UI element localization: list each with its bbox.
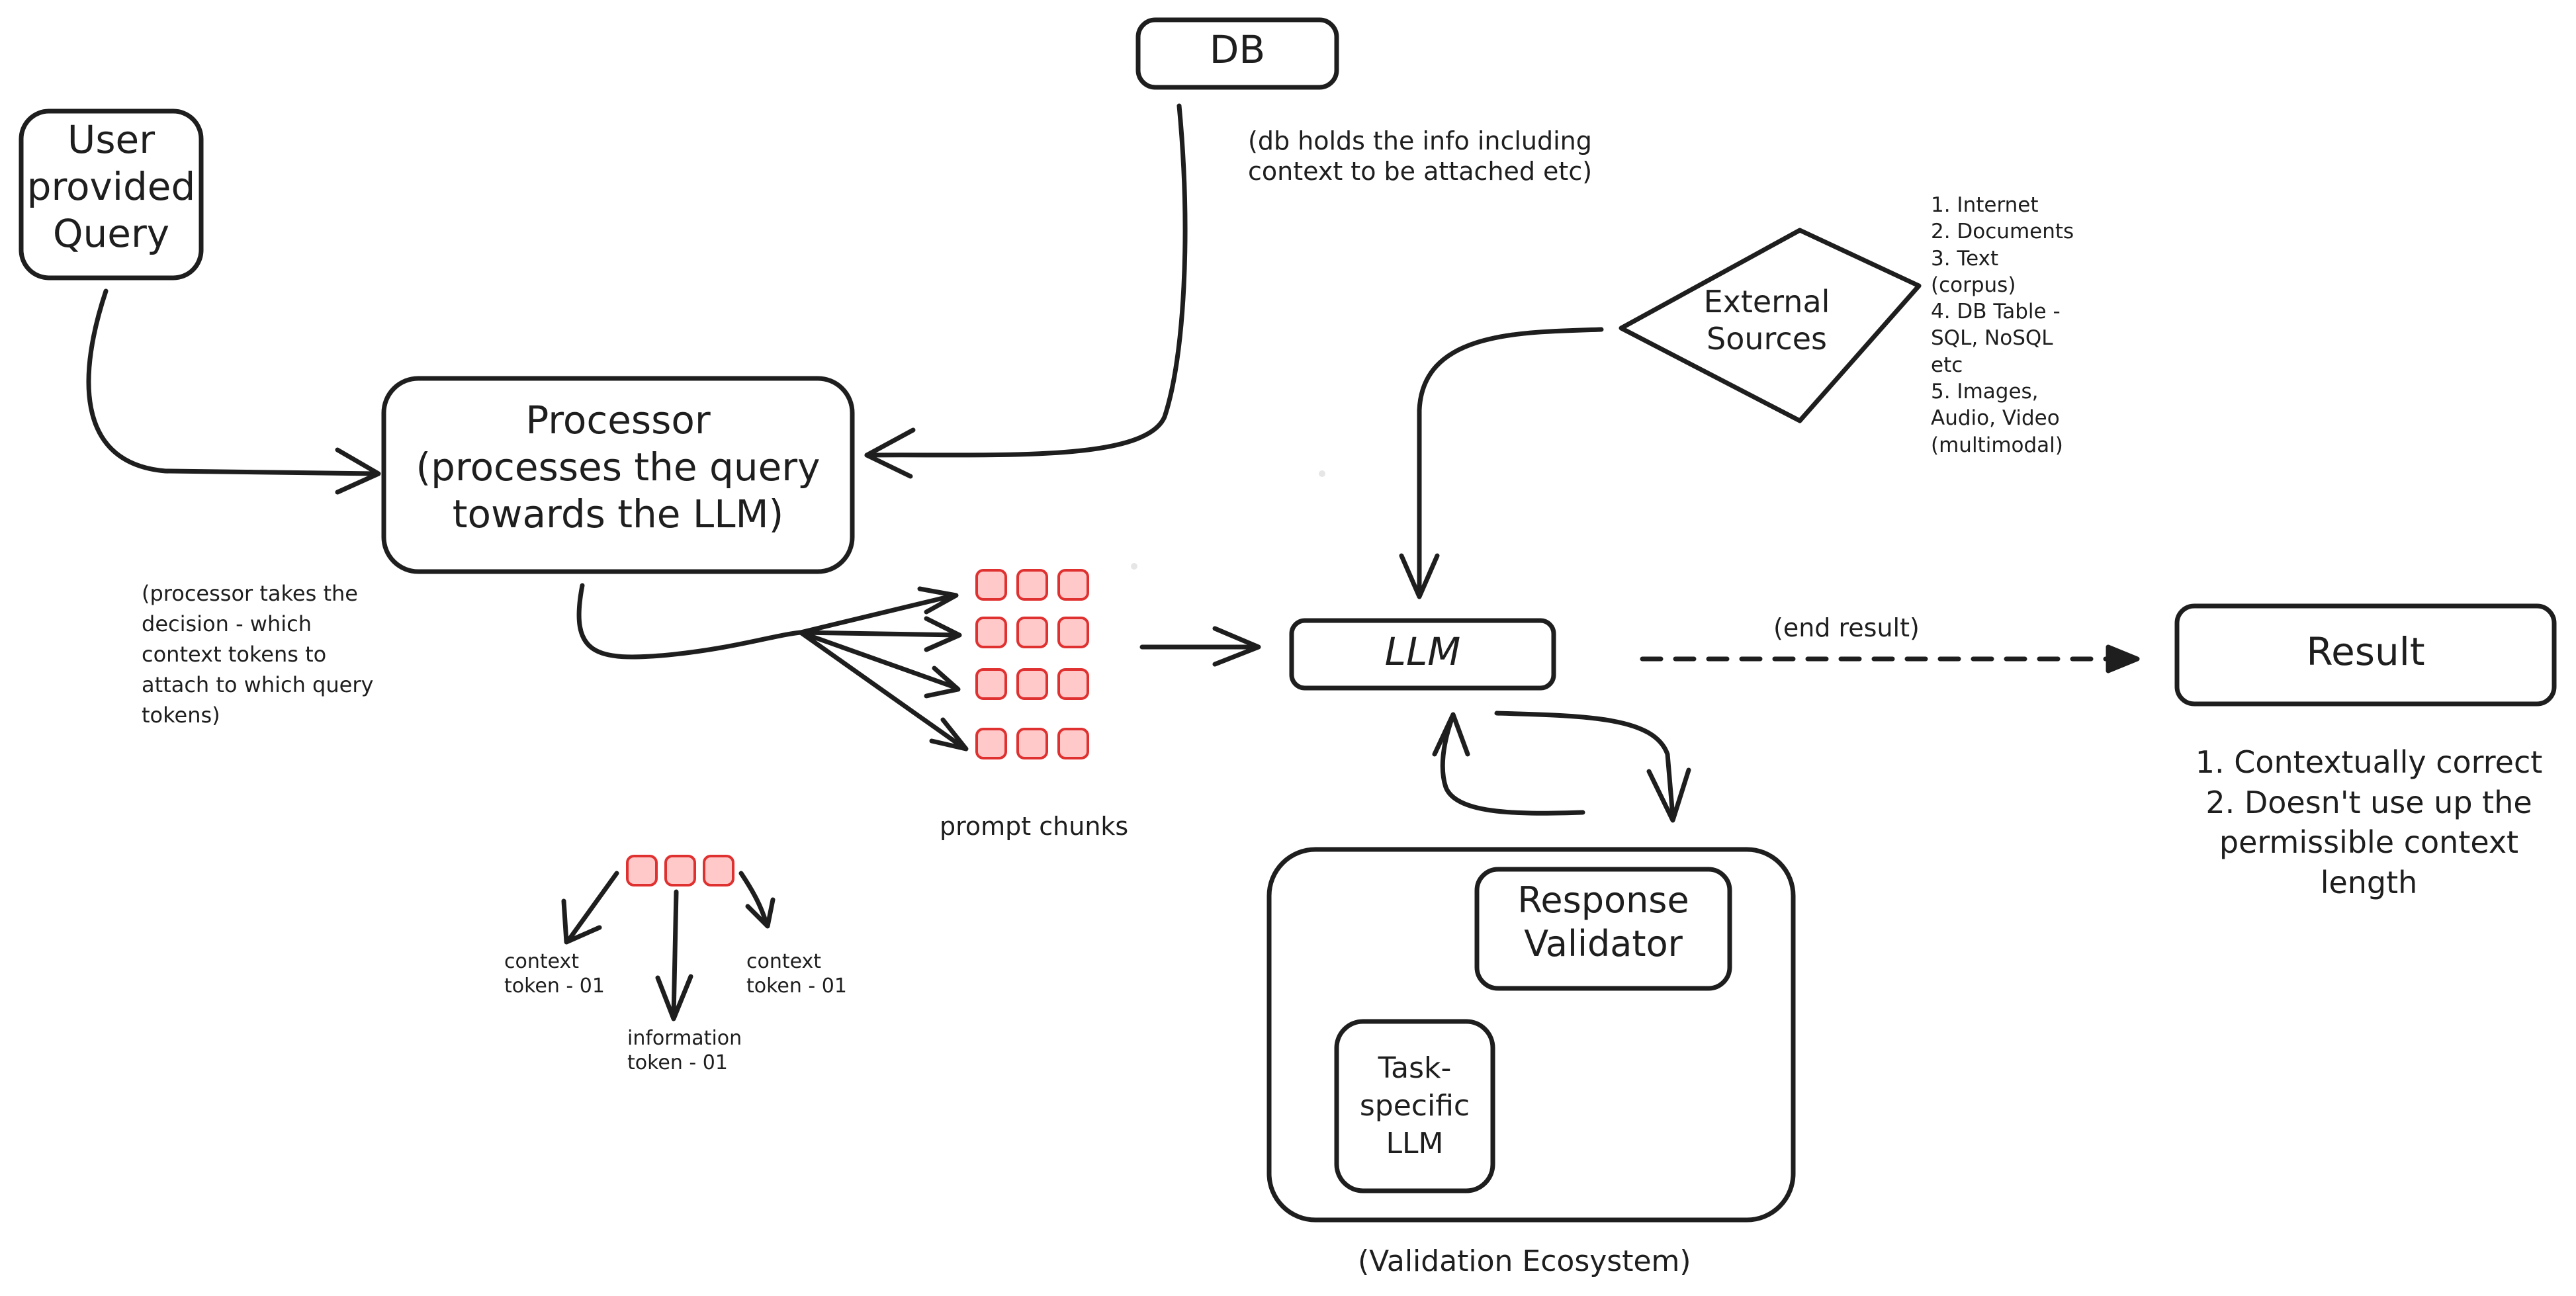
validation-ecosystem-box[interactable]: [1266, 847, 1796, 1223]
task-llm-box[interactable]: [1334, 1019, 1495, 1193]
prompt-chunk-token: [975, 569, 1007, 601]
validation-ecosystem-label: (Validation Ecosystem): [1358, 1244, 1691, 1278]
arrowhead-processor-left: [335, 447, 381, 495]
user-query-label: User provided Query: [26, 117, 196, 256]
arrowhead-information: [655, 974, 693, 1021]
prompt-chunks-label: prompt chunks: [940, 812, 1129, 841]
external-sources-diamond[interactable]: [1619, 228, 1922, 423]
fan-arrow-2: [798, 630, 961, 638]
fan-arrowhead-2: [924, 616, 962, 652]
user-query-box[interactable]: [19, 108, 204, 281]
db-note: (db holds the info including context to …: [1248, 126, 1593, 187]
arrow-db-to-processor: [864, 103, 1188, 458]
prompt-chunk-token: [1057, 569, 1089, 601]
external-sources-label: External Sources: [1703, 284, 1830, 357]
fan-arrow-1: [798, 593, 957, 635]
llm-box[interactable]: [1289, 618, 1556, 691]
arrowhead-validator-top: [1646, 767, 1691, 823]
arrow-token-information: [671, 889, 679, 1019]
sources-list: 1. Internet 2. Documents 3. Text (corpus…: [1931, 193, 2074, 457]
arrow-token-context-left: [566, 871, 619, 942]
db-box[interactable]: [1135, 17, 1339, 90]
arrowhead-context-left: [561, 898, 602, 945]
arrowhead-llm-bottom: [1432, 712, 1470, 757]
prompt-chunk-token: [975, 668, 1007, 700]
arrowhead-context-right: [745, 897, 776, 929]
prompt-chunk-token: [975, 617, 1007, 648]
db-label: DB: [1209, 27, 1266, 72]
stray-dot: [1131, 563, 1137, 570]
token-breakdown-token: [703, 855, 734, 886]
fan-arrowhead-4: [929, 717, 969, 752]
prompt-chunk-token: [1057, 617, 1089, 648]
prompt-chunk-token: [1016, 728, 1048, 759]
arrow-validator-to-llm: [1440, 714, 1585, 816]
prompt-chunk-token: [1057, 728, 1089, 759]
response-validator-box[interactable]: [1474, 867, 1732, 991]
result-label: Result: [2306, 629, 2425, 674]
prompt-chunk-token: [1016, 569, 1048, 601]
context-token-left-label: context token - 01: [504, 950, 605, 998]
prompt-chunk-token: [1016, 668, 1048, 700]
processor-label: Processor (processes the query towards t…: [416, 398, 821, 537]
prompt-chunk-token: [975, 728, 1007, 759]
fan-arrow-4: [798, 630, 966, 750]
fan-arrowhead-3: [924, 666, 961, 699]
processor-box[interactable]: [381, 376, 855, 574]
prompt-chunk-token: [1057, 668, 1089, 700]
prompt-chunk-token: [1016, 617, 1048, 648]
llm-label: LLM: [1384, 629, 1461, 674]
stray-dot: [1319, 470, 1325, 477]
context-token-right-label: context token - 01: [746, 950, 847, 998]
arrow-sources-to-llm: [1417, 327, 1604, 598]
arrowhead-processor-right: [864, 427, 916, 479]
arrow-processor-to-chunks: [576, 583, 803, 660]
token-breakdown-token: [626, 855, 658, 886]
arrowhead-llm-top: [1399, 553, 1440, 599]
result-criteria: 1. Contextually correct 2. Doesn't use u…: [2195, 744, 2543, 901]
information-token-label: information token - 01: [627, 1027, 742, 1074]
result-box[interactable]: [2174, 603, 2557, 707]
arrowhead-result: [2106, 644, 2140, 673]
arrow-llm-to-validator: [1494, 711, 1675, 819]
arrowhead-llm-left: [1212, 626, 1261, 667]
fan-arrowhead-1: [917, 586, 959, 615]
task-llm-label: Task- specific LLM: [1359, 1051, 1470, 1161]
token-breakdown-token: [664, 855, 696, 886]
arrow-token-context-right: [738, 871, 769, 926]
response-validator-label: Response Validator: [1517, 879, 1689, 965]
fan-arrow-3: [798, 630, 959, 691]
end-result-label: (end result): [1773, 613, 1920, 642]
arrow-query-to-processor: [86, 288, 380, 476]
processor-note: (processor takes the decision - which co…: [142, 581, 374, 728]
